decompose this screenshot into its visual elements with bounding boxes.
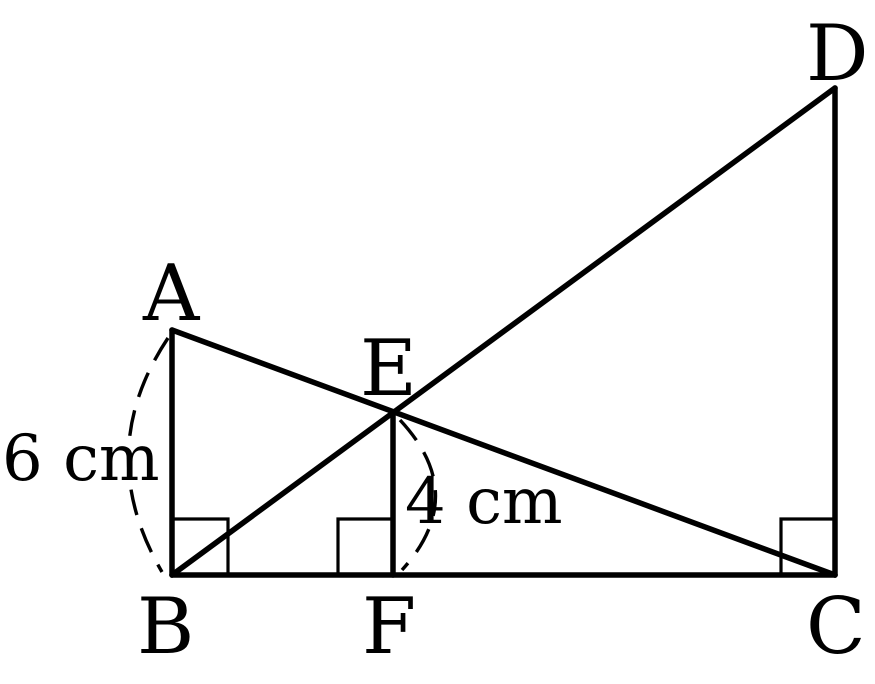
point-label-c: C <box>806 582 866 672</box>
right-angle-mark-f <box>336 517 393 575</box>
point-label-a: A <box>142 249 201 339</box>
measurement-label-ab: 6 cm <box>2 422 160 496</box>
point-label-d: D <box>806 9 869 99</box>
segment-bd <box>169 85 838 578</box>
segment-ac <box>169 327 838 578</box>
dimension-arc-ab <box>126 337 170 573</box>
dimension-arc-ef <box>398 418 438 572</box>
right-angle-mark-b <box>172 517 230 575</box>
measurement-label-ef: 4 cm <box>405 465 563 539</box>
point-label-e: E <box>360 324 417 414</box>
point-label-b: B <box>137 582 194 672</box>
point-label-f: F <box>362 582 416 672</box>
